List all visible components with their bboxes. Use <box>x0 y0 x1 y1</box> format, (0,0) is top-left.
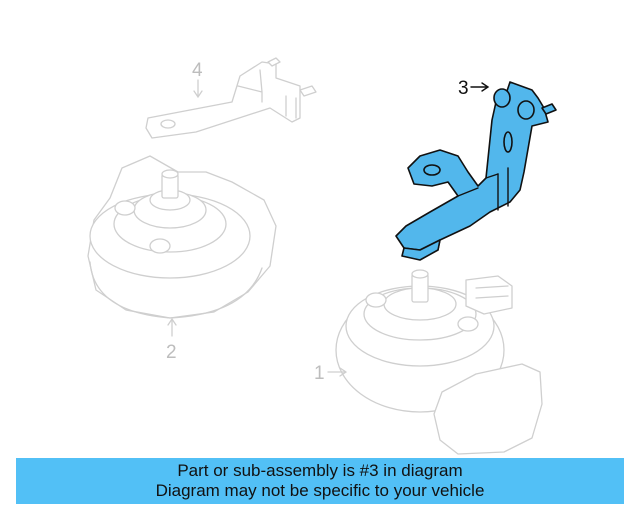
callout-3-label: 3 <box>458 78 469 99</box>
banner-line-2: Diagram may not be specific to your vehi… <box>155 481 485 500</box>
callout-1-arrow <box>327 367 348 377</box>
part-4-upper-bracket <box>145 57 317 139</box>
callout-4-label: 4 <box>192 60 203 81</box>
info-banner: Part or sub-assembly is #3 in diagram Di… <box>16 458 624 504</box>
callout-4-arrow <box>193 79 203 99</box>
banner-line-1: Part or sub-assembly is #3 in diagram <box>177 461 463 480</box>
part-3-bracket <box>395 81 557 261</box>
callout-3-arrow <box>470 82 490 92</box>
part-1-horn <box>335 269 543 455</box>
parts-diagram: 4 2 1 <box>87 57 557 455</box>
callout-1-label: 1 <box>314 363 325 384</box>
part-2-horn <box>87 155 277 319</box>
callout-2-arrow <box>167 317 177 337</box>
callout-2-label: 2 <box>166 342 177 363</box>
